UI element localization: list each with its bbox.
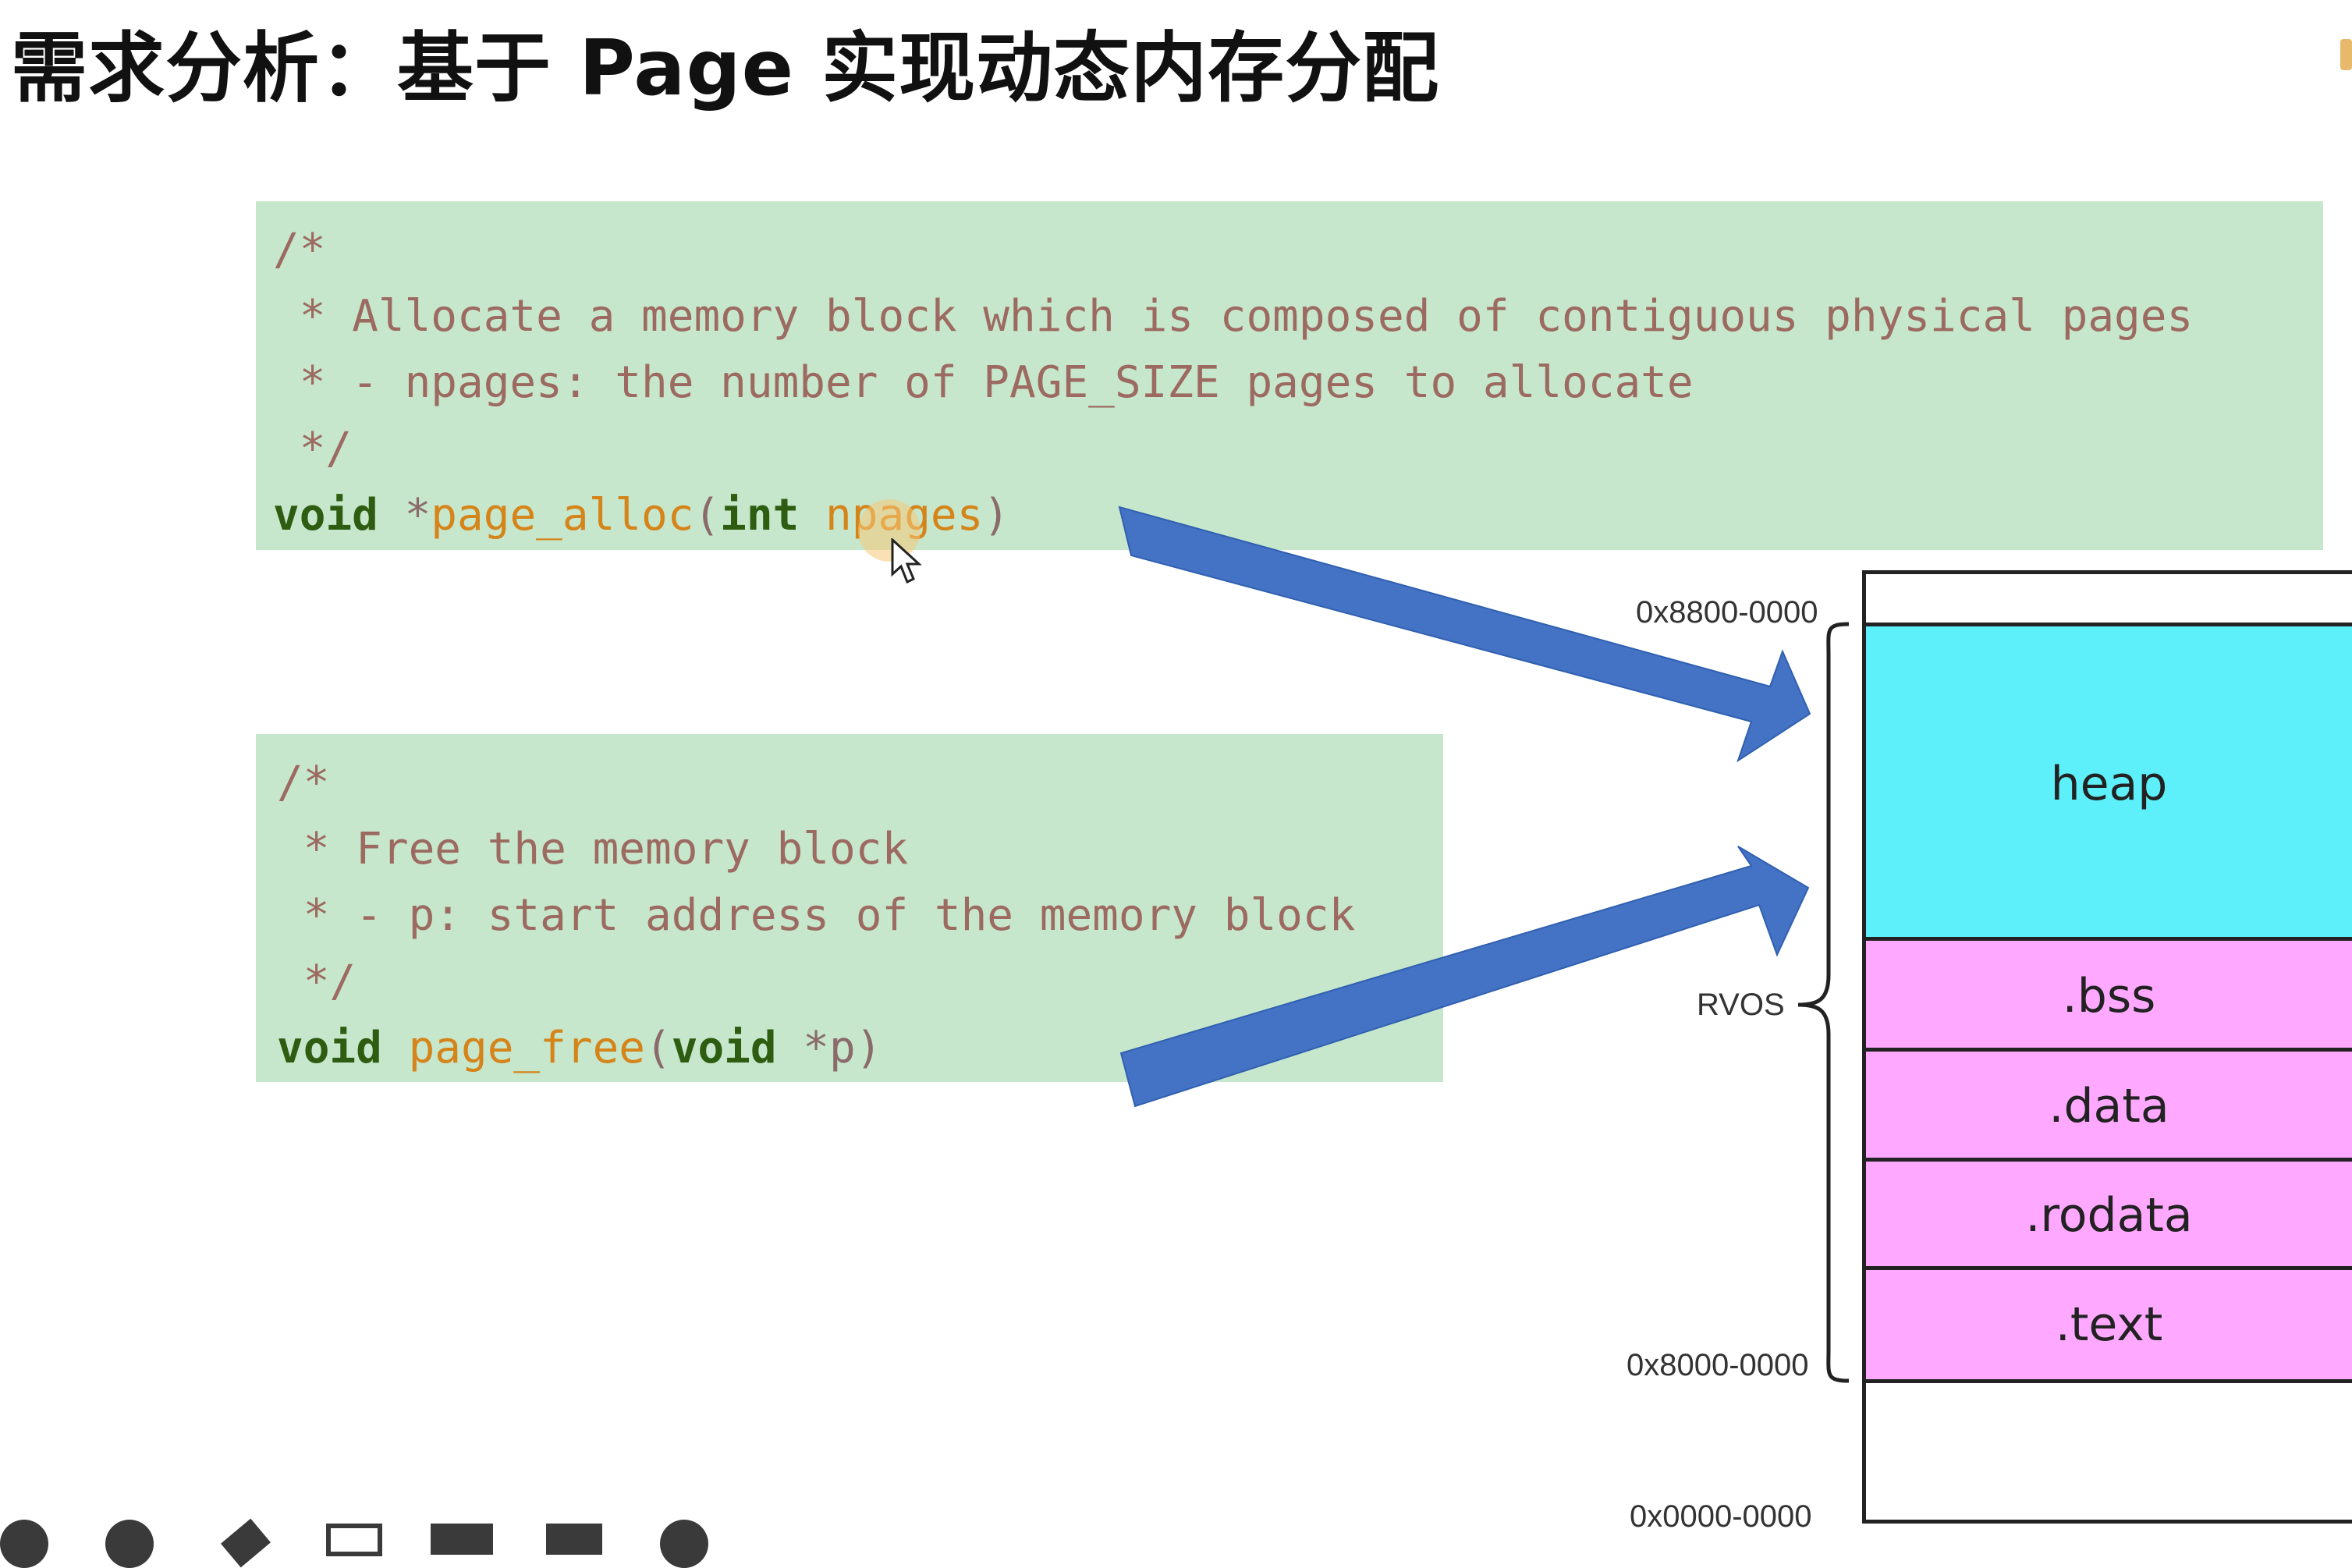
alloc-comment-line1: * Allocate a memory block which is compo… xyxy=(273,291,2194,342)
mouse-cursor-icon xyxy=(891,538,922,584)
address-top: 0x8800-0000 xyxy=(1636,595,1818,630)
free-comment-line1: * Free the memory block xyxy=(277,824,909,874)
free-return-type: void xyxy=(277,1023,382,1073)
alloc-comment-open: /* xyxy=(273,225,326,275)
segment-bss: .bss xyxy=(1866,937,2352,1051)
free-param-type: void xyxy=(671,1023,777,1073)
address-bottom: 0x0000-0000 xyxy=(1630,1499,1812,1534)
free-comment-close: */ xyxy=(277,956,357,1007)
corner-logo-fragment xyxy=(2340,39,2352,70)
alloc-function-name: page_alloc xyxy=(431,490,694,541)
segment-data-label: .data xyxy=(2049,1079,2169,1133)
free-signature: void page_free(void *p) xyxy=(277,1015,882,1081)
alloc-comment-close: */ xyxy=(273,424,353,474)
segment-text: .text xyxy=(1866,1266,2352,1383)
free-paren-open: ( xyxy=(645,1023,672,1073)
cursor-highlight xyxy=(858,499,921,562)
free-comment-open: /* xyxy=(277,757,330,808)
alloc-to-heap-arrow xyxy=(1118,506,1811,763)
slide-title: 需求分析：基于 Page 实现动态内存分配 xyxy=(11,24,1440,113)
toolbar-circle-icon[interactable] xyxy=(0,1520,48,1568)
segment-data: .data xyxy=(1866,1048,2352,1161)
free-param-name: *p xyxy=(776,1023,856,1073)
free-function-name: page_free xyxy=(381,1023,646,1073)
toolbar-crop-icon[interactable] xyxy=(326,1524,382,1556)
address-mid: 0x8000-0000 xyxy=(1627,1348,1809,1382)
alloc-paren-open: ( xyxy=(694,490,721,541)
rvos-label: RVOS xyxy=(1697,988,1785,1022)
free-paren-close: ) xyxy=(855,1023,882,1073)
alloc-comment-line2: * - npages: the number of PAGE_SIZE page… xyxy=(273,357,1694,408)
toolbar-screen-icon[interactable] xyxy=(431,1524,493,1555)
toolbar-square-icon[interactable] xyxy=(546,1524,602,1555)
alloc-param-type: int xyxy=(720,490,800,541)
segment-heap-label: heap xyxy=(2050,756,2168,811)
segment-heap: heap xyxy=(1866,623,2352,941)
segment-text-label: .text xyxy=(2055,1297,2163,1352)
page-alloc-code-block: /* * Allocate a memory block which is co… xyxy=(256,201,2323,550)
segment-bss-label: .bss xyxy=(2062,968,2156,1023)
free-comment-line2: * - p: start address of the memory block xyxy=(277,890,1356,941)
alloc-return-type: void xyxy=(273,490,378,541)
alloc-pointer-star: * xyxy=(378,490,431,541)
toolbar-circle-icon[interactable] xyxy=(105,1520,154,1568)
alloc-paren-close: ) xyxy=(983,490,1010,541)
rvos-brace xyxy=(1797,622,1850,1383)
segment-rodata: .rodata xyxy=(1866,1158,2352,1268)
segment-rodata-label: .rodata xyxy=(2025,1187,2193,1243)
toolbar-circle-icon[interactable] xyxy=(660,1520,708,1568)
free-to-heap-arrow xyxy=(1119,846,1810,1108)
